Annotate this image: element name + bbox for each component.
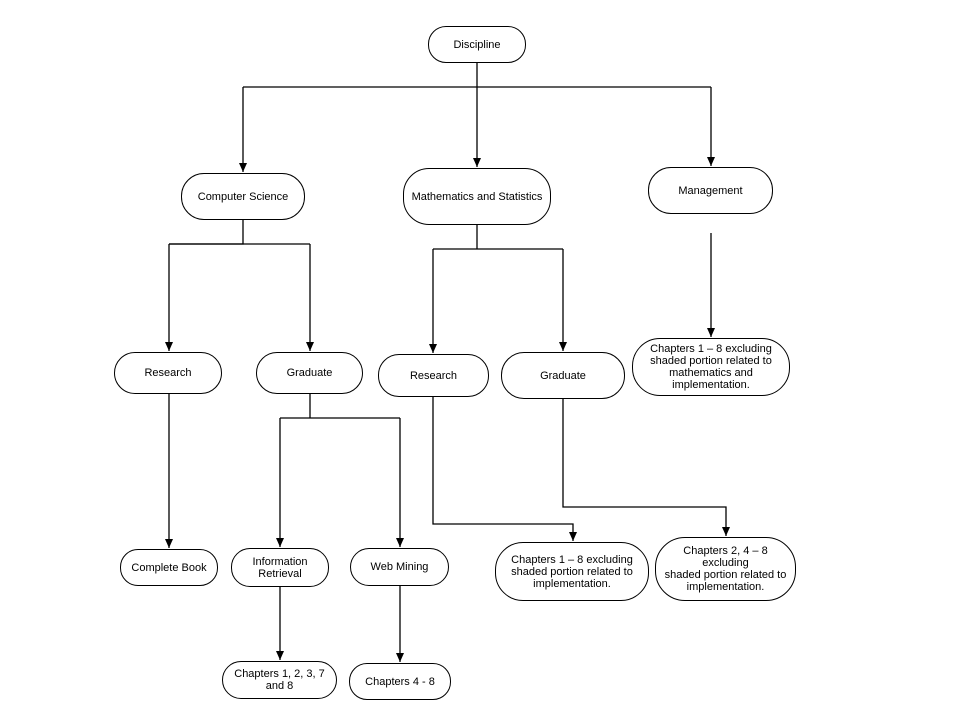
node-label: Web Mining	[370, 561, 429, 573]
node-management: Management	[648, 167, 773, 214]
node-label: Chapters 1, 2, 3, 7 and 8	[234, 668, 325, 692]
node-discipline: Discipline	[428, 26, 526, 63]
node-label: Chapters 1 – 8 excluding shaded portion …	[650, 343, 772, 391]
node-label: Graduate	[540, 369, 586, 382]
node-ms-graduate-chapters: Chapters 2, 4 – 8 excluding shaded porti…	[655, 537, 796, 601]
node-label: Computer Science	[197, 190, 289, 203]
node-ms-research-chapters: Chapters 1 – 8 excluding shaded portion …	[495, 542, 649, 601]
node-wm-chapters: Chapters 4 - 8	[349, 663, 451, 700]
node-label: Research	[144, 367, 192, 379]
node-computer-science: Computer Science	[181, 173, 305, 220]
node-management-chapters: Chapters 1 – 8 excluding shaded portion …	[632, 338, 790, 396]
node-complete-book: Complete Book	[120, 549, 218, 586]
node-cs-graduate: Graduate	[256, 352, 363, 394]
node-label: Information Retrieval	[252, 555, 308, 580]
node-label: Complete Book	[131, 561, 207, 574]
node-information-retrieval: Information Retrieval	[231, 548, 329, 587]
node-cs-research: Research	[114, 352, 222, 394]
node-label: Chapters 4 - 8	[365, 675, 435, 688]
node-label: Graduate	[286, 367, 333, 379]
node-label: Discipline	[453, 38, 501, 51]
node-label: Chapters 2, 4 – 8 excluding shaded porti…	[664, 545, 787, 593]
arrow-ms-research-to-chapters	[432, 397, 577, 541]
node-label: Management	[678, 184, 743, 197]
node-label: Mathematics and Statistics	[411, 190, 543, 203]
connector-cs-trunk	[169, 220, 244, 245]
node-label: Chapters 1 – 8 excluding shaded portion …	[511, 553, 633, 590]
node-ms-graduate: Graduate	[501, 352, 625, 399]
arrow-ms-graduate-to-chapters	[562, 399, 730, 536]
node-ir-chapters: Chapters 1, 2, 3, 7 and 8	[222, 661, 337, 699]
node-ms-research: Research	[378, 354, 489, 397]
node-mathematics-and-statistics: Mathematics and Statistics	[403, 168, 551, 225]
node-label: Research	[409, 369, 458, 382]
node-web-mining: Web Mining	[350, 548, 449, 586]
